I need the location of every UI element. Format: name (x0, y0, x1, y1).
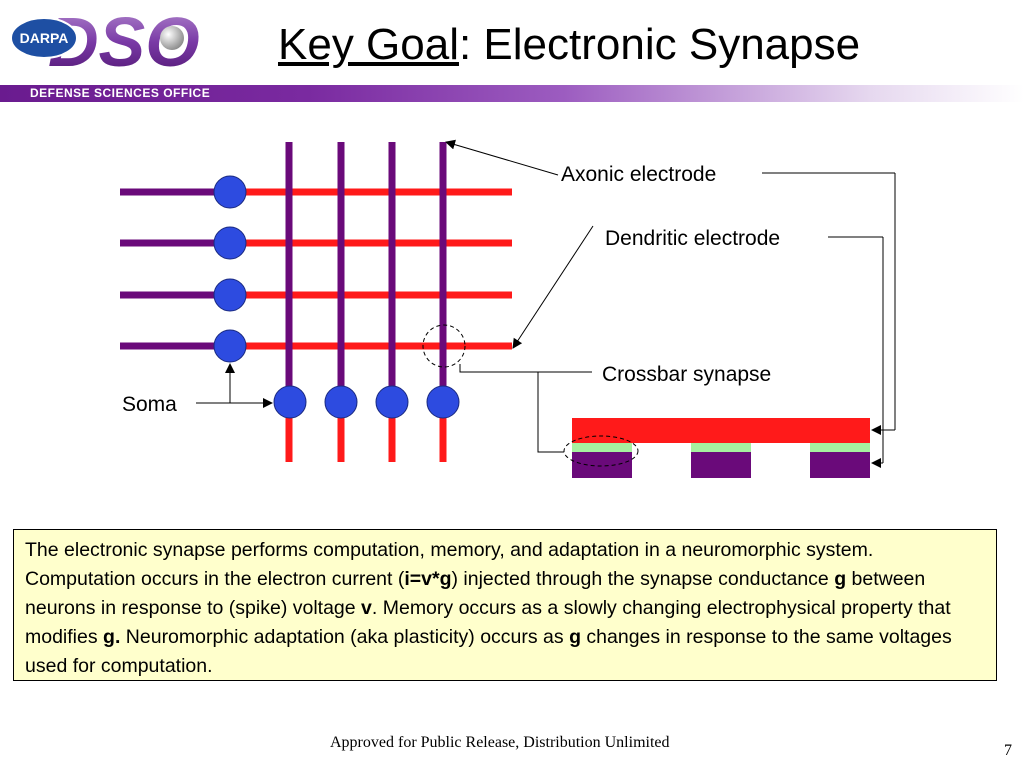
dendritic-electrode-label: Dendritic electrode (605, 227, 780, 250)
crossbar-synapse-label: Crossbar synapse (602, 363, 771, 386)
desc-bold-5: g (569, 626, 581, 648)
desc-text-1: The electronic synapse performs computat… (25, 539, 874, 590)
page-title: Key Goal: Electronic Synapse (278, 20, 860, 70)
office-banner-text: DEFENSE SCIENCES OFFICE (30, 86, 211, 100)
darpa-badge-text: DARPA (20, 30, 69, 46)
dendritic-rows (120, 188, 512, 350)
footer-notice: Approved for Public Release, Distributio… (330, 734, 670, 751)
soma-nodes (213, 175, 460, 419)
desc-text-5: Neuromorphic adaptation (aka plasticity)… (120, 626, 570, 648)
desc-text-6: changes in response to the same voltages… (25, 626, 952, 677)
crossbar-detail (563, 418, 870, 478)
callouts (196, 139, 896, 468)
desc-text-2: ) injected through the synapse conductan… (451, 568, 835, 590)
title-underlined: Key Goal (278, 20, 459, 69)
desc-bold-1: i=v*g (404, 568, 452, 590)
dso-logo: DSO DARPA (10, 3, 200, 81)
desc-text-3: between neurons in response to (spike) v… (25, 568, 926, 619)
title-rest: : Electronic Synapse (458, 20, 861, 69)
axonic-electrode-label: Axonic electrode (561, 163, 716, 186)
desc-text-4: . Memory occurs as a slowly changing ele… (25, 597, 951, 648)
axonic-columns (285, 142, 447, 462)
desc-bold-2: g (834, 568, 847, 590)
desc-bold-4: g. (103, 626, 121, 648)
page-number: 7 (1004, 742, 1012, 759)
office-banner (0, 85, 1024, 102)
desc-bold-3: v (361, 597, 372, 619)
crossing-highlight (422, 324, 466, 368)
synapse-diagram: Axonic electrode Dendritic electrode Cro… (120, 139, 896, 478)
description-box: The electronic synapse performs computat… (13, 529, 997, 681)
soma-label: Soma (122, 393, 177, 416)
